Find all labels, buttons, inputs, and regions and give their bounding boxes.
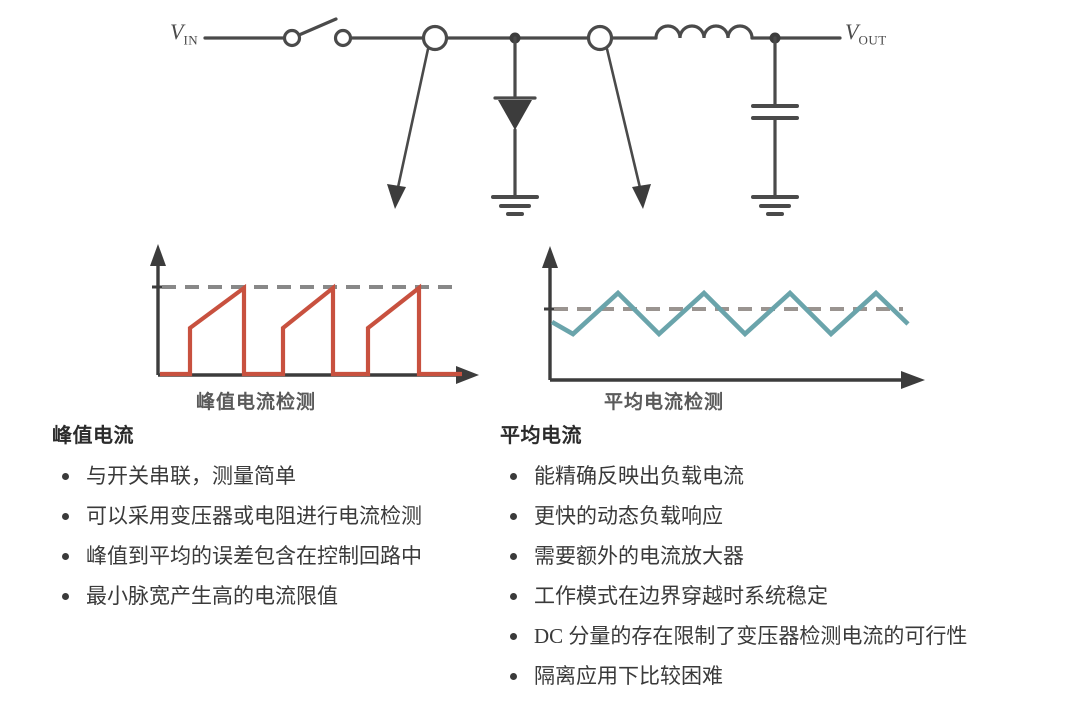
average-bullet-list: 能精确反映出负载电流更快的动态负载响应需要额外的电流放大器工作模式在边界穿越时系… xyxy=(500,456,1060,696)
inductor-coil xyxy=(654,24,754,40)
vin-label: VIN xyxy=(170,19,199,48)
peak-chart-caption: 峰值电流检测 xyxy=(196,392,317,413)
average-sense-arrow-head xyxy=(632,184,651,209)
peak-bullet-item-label: 峰值到平均的误差包含在控制回路中 xyxy=(86,544,422,568)
bullet-dot-icon xyxy=(510,553,517,560)
average-current-column: 平均电流 能精确反映出负载电流更快的动态负载响应需要额外的电流放大器工作模式在边… xyxy=(500,424,1060,696)
average-bullet-item: 隔离应用下比较困难 xyxy=(500,656,1060,696)
peak-column-heading: 峰值电流 xyxy=(52,425,134,447)
bullet-dot-icon xyxy=(510,473,517,480)
average-bullet-item-label: 需要额外的电流放大器 xyxy=(534,544,744,568)
circuit-schematic xyxy=(203,17,842,216)
average-bullet-item: 需要额外的电流放大器 xyxy=(500,536,1060,576)
peak-bullet-list: 与开关串联，测量简单可以采用变压器或电阻进行电流检测峰值到平均的误差包含在控制回… xyxy=(52,456,492,616)
average-chart-y-axis-arrow xyxy=(542,246,558,268)
average-bullet-item-label: 能精确反映出负载电流 xyxy=(534,464,744,488)
average-bullet-item: 更快的动态负载响应 xyxy=(500,496,1060,536)
average-bullet-item-label: DC 分量的存在限制了变压器检测电流的可行性 xyxy=(534,624,968,648)
average-chart-x-axis-arrow xyxy=(901,371,925,389)
chart-peak-current xyxy=(150,244,479,384)
peak-bullet-item-label: 最小脉宽产生高的电流限值 xyxy=(86,584,338,608)
peak-chart-x-axis-arrow xyxy=(456,366,479,384)
average-bullet-item-label: 工作模式在边界穿越时系统稳定 xyxy=(534,584,828,608)
diode-anode-triangle xyxy=(498,100,532,130)
peak-sense-arrow-head xyxy=(387,184,406,209)
peak-chart-trace xyxy=(160,283,462,377)
average-column-heading: 平均电流 xyxy=(500,425,582,447)
average-sense-arrow-shaft xyxy=(605,47,643,194)
average-current-sense-circle xyxy=(586,24,614,52)
bullet-dot-icon xyxy=(62,553,69,560)
switch-terminal-right xyxy=(333,28,353,48)
bullet-dot-icon xyxy=(510,513,517,520)
peak-bullet-item: 峰值到平均的误差包含在控制回路中 xyxy=(52,536,492,576)
bullet-dot-icon xyxy=(510,633,517,640)
peak-bullet-item: 最小脉宽产生高的电流限值 xyxy=(52,576,492,616)
bullet-dot-icon xyxy=(510,673,517,680)
peak-bullet-item: 可以采用变压器或电阻进行电流检测 xyxy=(52,496,492,536)
peak-chart-y-axis-arrow xyxy=(150,244,166,266)
bullet-dot-icon xyxy=(62,593,69,600)
average-bullet-item: 工作模式在边界穿越时系统稳定 xyxy=(500,576,1060,616)
bullet-dot-icon xyxy=(62,473,69,480)
chart-average-current xyxy=(542,246,925,389)
average-bullet-item: 能精确反映出负载电流 xyxy=(500,456,1060,496)
peak-current-column: 峰值电流 与开关串联，测量简单可以采用变压器或电阻进行电流检测峰值到平均的误差包… xyxy=(52,424,492,616)
bullet-dot-icon xyxy=(62,513,69,520)
average-bullet-item: DC 分量的存在限制了变压器检测电流的可行性 xyxy=(500,616,1060,656)
switch-terminal-left xyxy=(282,28,302,48)
average-chart-caption: 平均电流检测 xyxy=(604,392,725,413)
peak-bullet-item-label: 与开关串联，测量简单 xyxy=(86,464,296,488)
bullet-dot-icon xyxy=(510,593,517,600)
average-bullet-item-label: 隔离应用下比较困难 xyxy=(534,664,723,688)
peak-sense-arrow-shaft xyxy=(395,47,430,194)
average-chart-trace xyxy=(550,289,910,338)
peak-current-sense-circle xyxy=(421,24,449,52)
switch-blade xyxy=(297,17,338,37)
average-bullet-item-label: 更快的动态负载响应 xyxy=(534,504,723,528)
peak-bullet-item: 与开关串联，测量简单 xyxy=(52,456,492,496)
vout-label: VOUT xyxy=(845,19,887,48)
peak-bullet-item-label: 可以采用变压器或电阻进行电流检测 xyxy=(86,504,422,528)
